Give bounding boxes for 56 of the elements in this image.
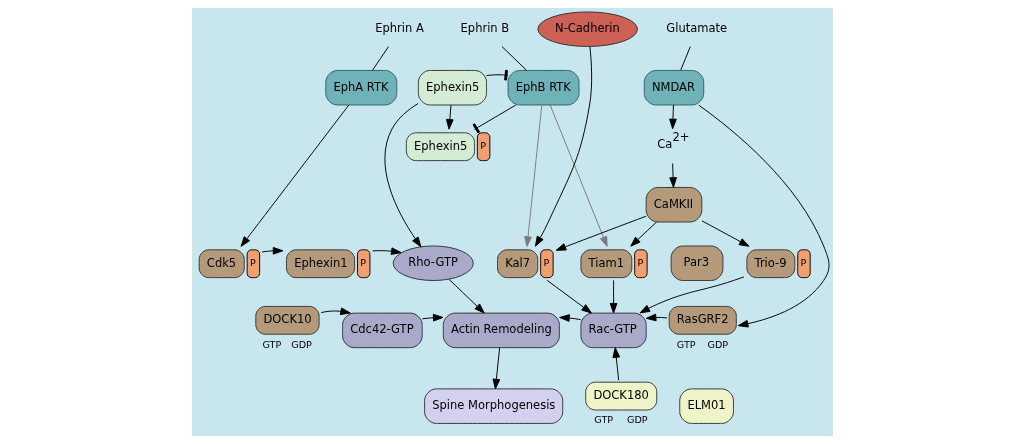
connector [679, 46, 691, 71]
node-text: Ephrin B [460, 21, 509, 36]
node-box: ELM01 [678, 388, 734, 424]
node-label: GDP [290, 338, 312, 350]
arrow [549, 104, 608, 247]
arrow [371, 247, 402, 256]
arrow [645, 313, 668, 322]
node-text: Glutamate [665, 21, 727, 36]
node-ellipse: N-Cadherin [536, 11, 638, 47]
arrow [261, 246, 283, 255]
arrow [609, 279, 617, 314]
arrow [421, 313, 443, 322]
node-box: Rac-GTP [579, 312, 647, 349]
node-box: NMDAR [643, 69, 704, 106]
node-label: GTP [262, 338, 281, 350]
node-label: GTP [676, 338, 696, 350]
arrow [546, 279, 592, 314]
node-box: Spine Morphogenesis [423, 388, 563, 424]
connector [472, 104, 516, 134]
node-label: GTP [593, 414, 613, 426]
arrow [558, 314, 581, 322]
node-label: GDP [707, 338, 728, 350]
node-label: P [543, 257, 549, 269]
arrow [492, 347, 500, 390]
arrow [697, 104, 829, 328]
node-box: Ephexin5 [417, 69, 487, 106]
connector [371, 46, 389, 71]
connector [485, 69, 508, 81]
arrow [668, 163, 677, 188]
arrow [445, 104, 454, 130]
node-box: CaMKII [645, 187, 702, 223]
arrow [240, 104, 349, 247]
arrow [555, 215, 646, 251]
connector [500, 46, 527, 71]
arrow [320, 307, 351, 316]
node-box: EphA RTK [324, 69, 397, 106]
arrow [611, 347, 620, 381]
arrow [668, 104, 677, 130]
node-label: P [479, 140, 486, 152]
arrow [523, 104, 542, 247]
arrow [639, 276, 744, 314]
node-label: P [800, 257, 806, 269]
arrow [629, 221, 657, 247]
node-label: P [359, 257, 366, 269]
node-text: Ephrin A [374, 21, 424, 36]
arrow [448, 278, 485, 314]
arrow [383, 103, 421, 248]
node-box: Par3 [670, 245, 723, 281]
node-label: P [637, 257, 643, 269]
node-label: GDP [626, 414, 648, 426]
arrow [701, 220, 749, 247]
node-label: P [249, 257, 256, 269]
node-box: Actin Remodeling [442, 312, 560, 349]
node-box: Cdc42-GTP [341, 312, 423, 349]
node-box: EphB RTK [507, 69, 579, 106]
arrow [534, 46, 592, 247]
